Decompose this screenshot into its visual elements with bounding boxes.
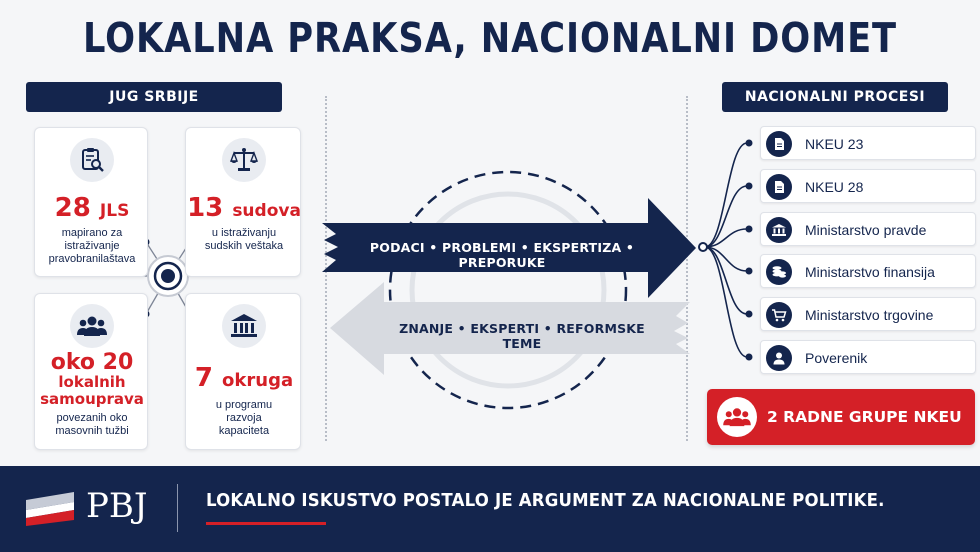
- courthouse-icon: [222, 304, 266, 348]
- stat-unit: samouprava: [40, 390, 144, 408]
- footer-slogan: LOKALNO ISKUSTVO POSTALO JE ARGUMENT ZA …: [206, 490, 885, 511]
- process-item-label: NKEU 23: [805, 136, 864, 152]
- stat-desc: pravobranilaštava: [48, 253, 136, 265]
- forward-arrow-label: PODACI • PROBLEMI • EKSPERTIZA • PREPORU…: [369, 240, 635, 270]
- stat-card-districts: 7 okruga u programu razvoja kapaciteta: [185, 293, 301, 450]
- stat-number: oko 20: [50, 350, 134, 375]
- clipboard-search-icon: [70, 138, 114, 182]
- cart-icon: [766, 302, 792, 328]
- process-item-finance: Ministarstvo finansija: [760, 254, 976, 288]
- stat-desc: u programu: [215, 399, 273, 411]
- process-item-label: Poverenik: [805, 350, 868, 366]
- footer-divider: [177, 484, 178, 532]
- stat-unit: JLS: [99, 201, 130, 221]
- stat-number: 13: [187, 193, 224, 223]
- process-item-label: NKEU 28: [805, 179, 864, 195]
- divider-left: [325, 96, 327, 441]
- process-item-trade: Ministarstvo trgovine: [760, 297, 976, 331]
- working-groups-label: 2 RADNE GRUPE NKEU: [767, 408, 962, 426]
- stat-desc: masovnih tužbi: [55, 425, 129, 437]
- stat-desc: istraživanje: [64, 240, 120, 252]
- stat-desc: mapirano za: [61, 227, 123, 239]
- coins-icon: [766, 259, 792, 285]
- right-panel-header: NACIONALNI PROCESI: [722, 82, 948, 112]
- stat-unit: okruga: [222, 370, 294, 391]
- stat-desc: razvoja: [226, 412, 262, 424]
- stat-desc: kapaciteta: [218, 425, 270, 437]
- people-group-icon: [70, 304, 114, 348]
- stat-number: 28: [54, 193, 91, 223]
- stat-unit: sudova: [232, 201, 301, 221]
- people-group-icon: [717, 397, 757, 437]
- process-item-justice: Ministarstvo pravde: [760, 212, 976, 246]
- institution-icon: [766, 217, 792, 243]
- stat-card-municipalities: oko 20 lokalnih samouprava povezanih oko…: [34, 293, 148, 450]
- left-panel-header: JUG SRBIJE: [26, 82, 282, 112]
- process-item-label: Ministarstvo finansija: [805, 264, 935, 280]
- process-item-nkeu28: NKEU 28: [760, 169, 976, 203]
- person-icon: [766, 345, 792, 371]
- process-item-label: Ministarstvo trgovine: [805, 307, 934, 323]
- stat-unit: lokalnih: [58, 373, 126, 391]
- process-item-nkeu23: NKEU 23: [760, 126, 976, 160]
- stat-desc: u istraživanju: [211, 227, 277, 239]
- page-title: LOKALNA PRAKSA, NACIONALNI DOMET: [83, 14, 897, 62]
- stat-card-courts: 13 sudova u istraživanju sudskih veštaka: [185, 127, 301, 277]
- backward-arrow-label: ZNANJE • EKSPERTI • REFORMSKE TEME: [399, 321, 645, 351]
- exchange-diagram: [322, 170, 696, 410]
- working-groups-badge: 2 RADNE GRUPE NKEU: [707, 389, 975, 445]
- pbj-logo-mark: [26, 492, 74, 526]
- process-item-commissioner: Poverenik: [760, 340, 976, 374]
- pbj-logo-text: PBJ: [86, 486, 148, 526]
- stat-desc: sudskih veštaka: [204, 240, 284, 252]
- scales-icon: [222, 138, 266, 182]
- divider-right: [686, 96, 688, 441]
- footer-bar: [0, 466, 980, 552]
- process-item-label: Ministarstvo pravde: [805, 222, 927, 238]
- branch-connector: [698, 139, 753, 361]
- stat-card-jls: 28 JLS mapirano za istraživanje pravobra…: [34, 127, 148, 277]
- document-icon: [766, 174, 792, 200]
- stat-desc: povezanih oko: [56, 412, 128, 424]
- stat-number: 7: [194, 363, 213, 393]
- footer-underline: [206, 522, 326, 525]
- document-icon: [766, 131, 792, 157]
